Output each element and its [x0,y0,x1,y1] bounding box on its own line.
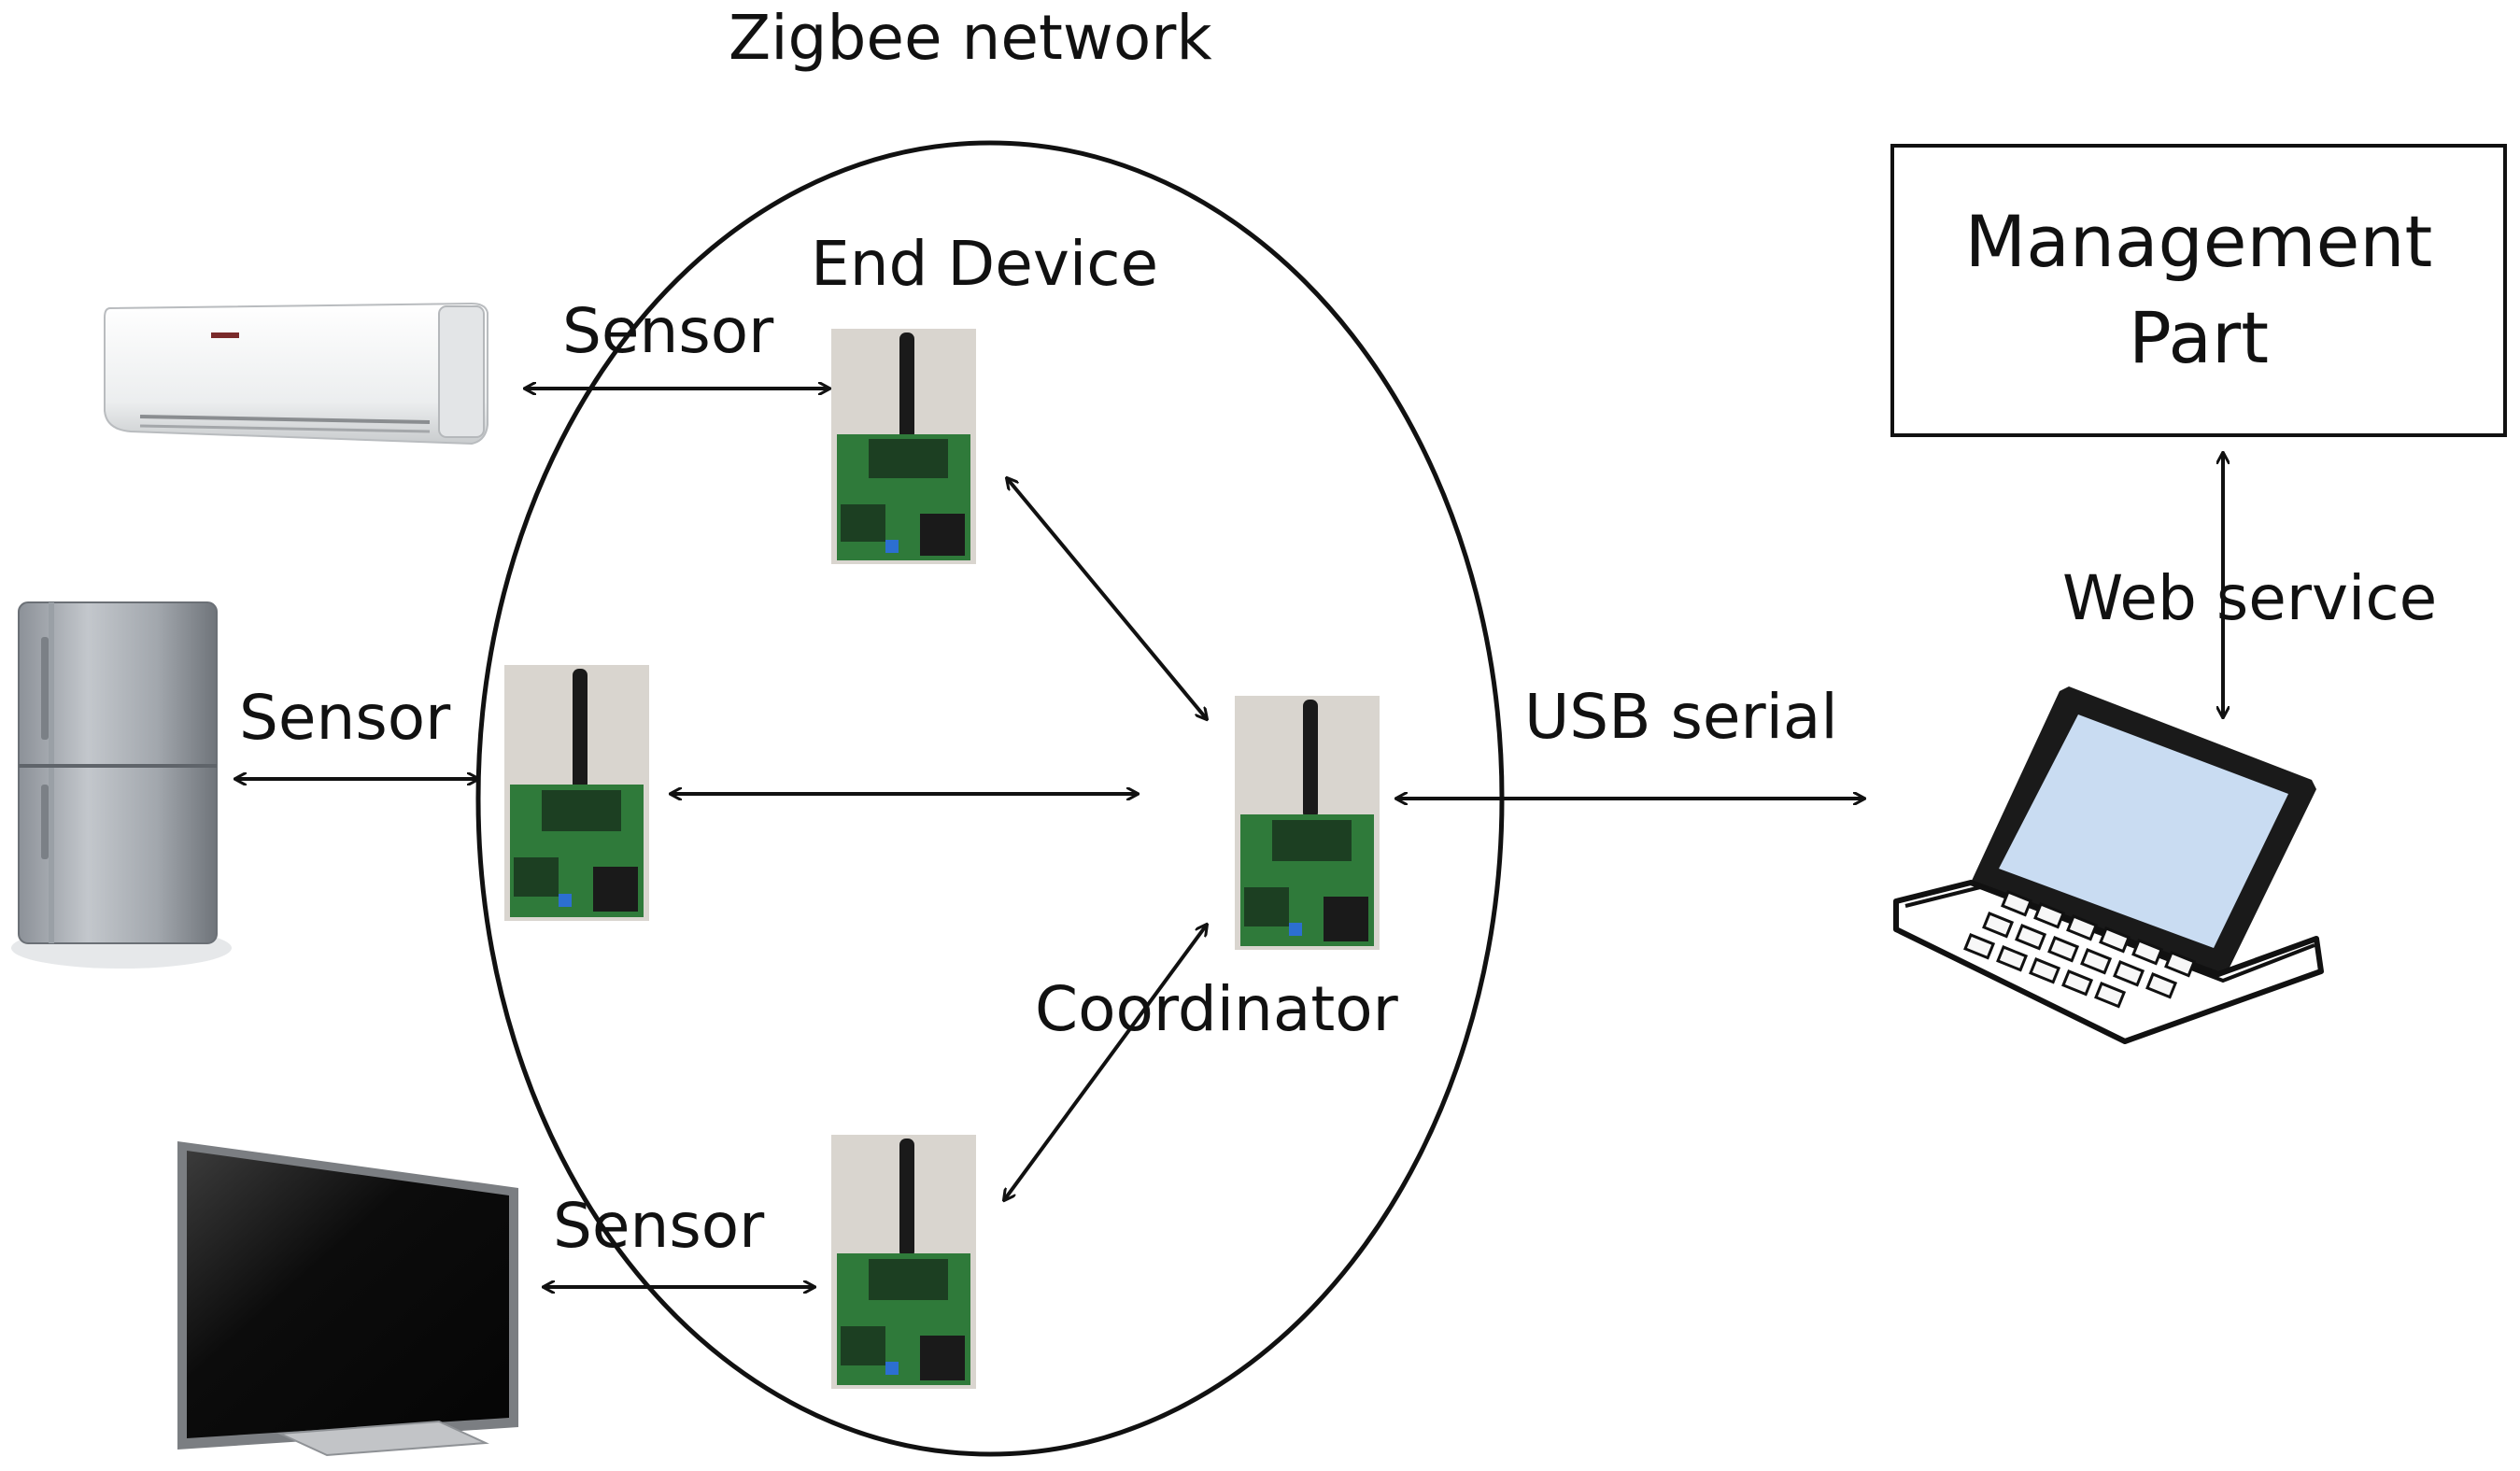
zigbee-board-end-device-middle [504,665,649,921]
sensor-label-middle: Sensor [239,682,451,754]
management-part-box: Management Part [1890,144,2507,437]
arrow-end-device-top-to-coordinator [1007,478,1207,719]
refrigerator-icon [11,601,232,969]
coordinator-label: Coordinator [1035,973,1398,1045]
sensor-label-bottom: Sensor [553,1190,765,1262]
television-icon [177,1141,518,1457]
sensor-label-top: Sensor [562,295,774,367]
part-label: Part [2128,296,2270,379]
management-label: Management [1964,200,2433,284]
laptop-icon [1893,686,2324,1044]
usb-serial-label: USB serial [1524,681,1838,753]
zigbee-board-end-device-bottom [831,1135,976,1389]
web-service-label: Web service [2062,562,2438,634]
network-title: Zigbee network [729,2,1212,74]
air-conditioner-icon [104,302,488,446]
zigbee-board-coordinator [1235,696,1380,950]
arrow-end-device-bottom-to-coordinator [1004,925,1207,1200]
zigbee-board-end-device-top [831,329,976,564]
end-device-label: End Device [811,228,1159,300]
